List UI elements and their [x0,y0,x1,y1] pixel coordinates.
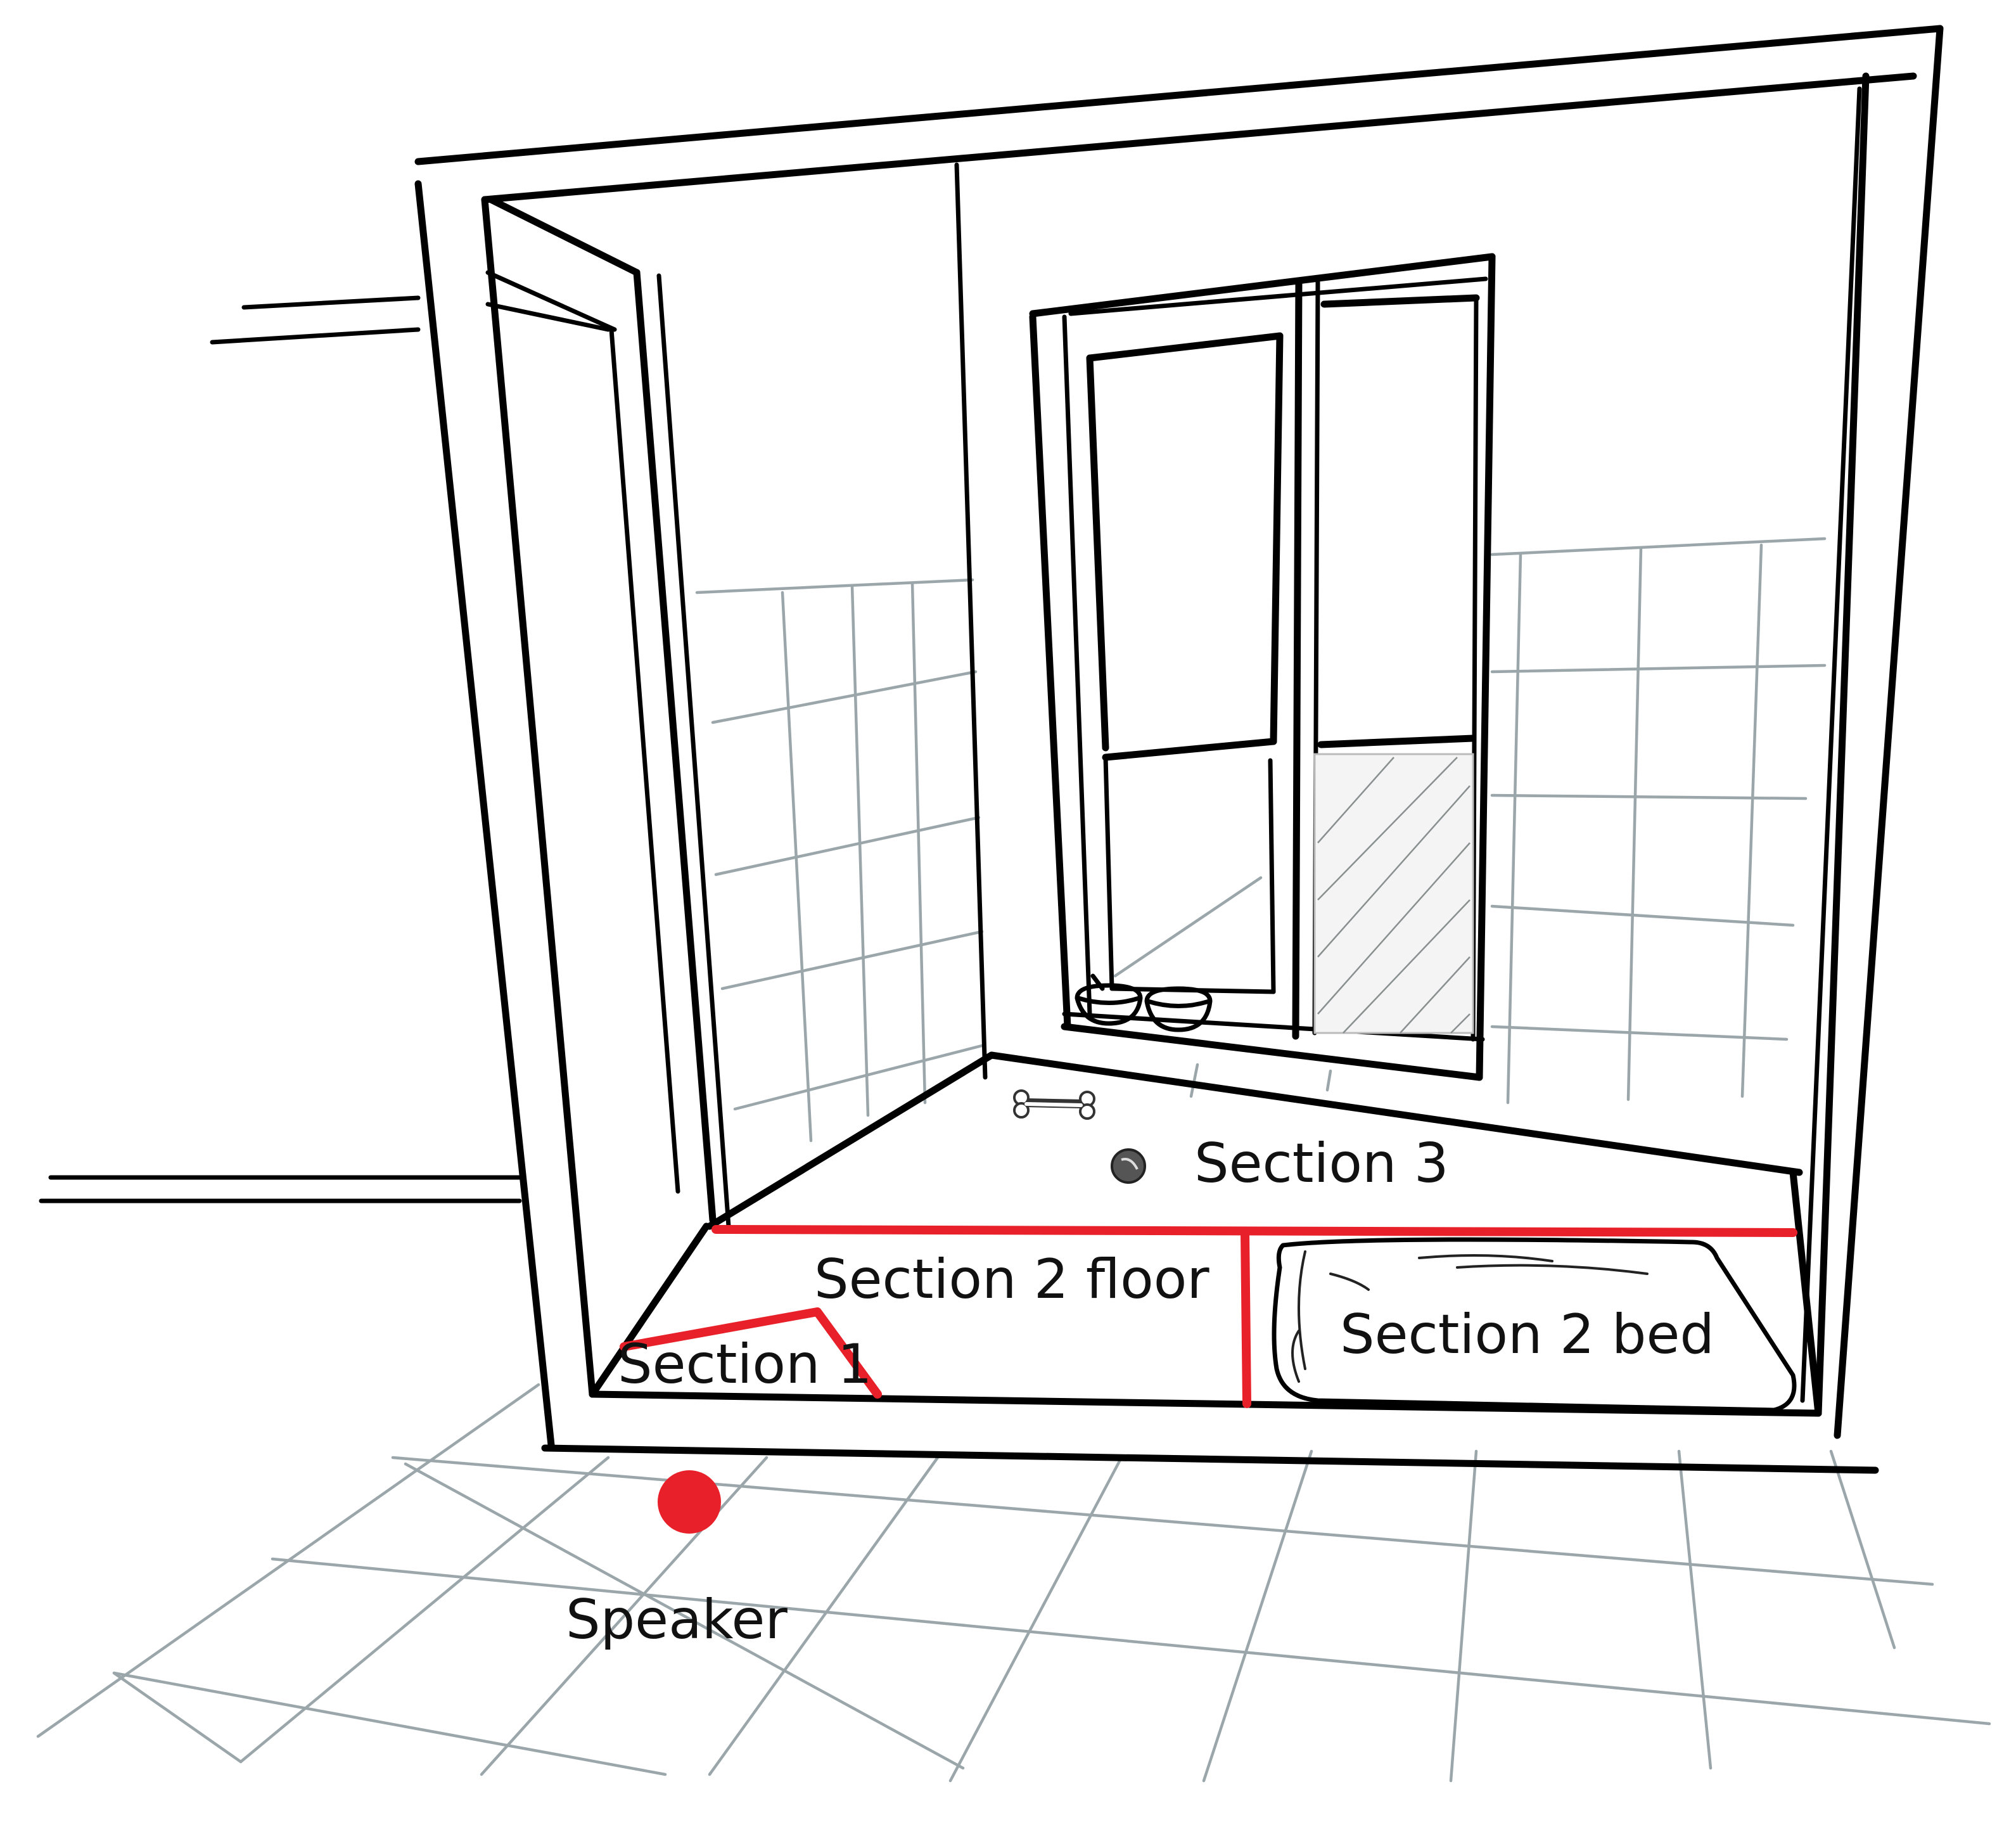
toy-ball-icon [1111,1148,1146,1184]
background-wall [39,295,522,1203]
label-speaker: Speaker [566,1588,788,1651]
label-section-1: Section 1 [618,1333,872,1396]
label-section-3: Section 3 [1194,1132,1449,1195]
right-wall-tiles [1189,537,1827,1105]
boundary-section-2-bed [1241,1228,1251,1408]
boundary-section-3 [711,1225,1797,1237]
food-bowl-icon [1075,983,1143,1026]
label-section-2-bed: Section 2 bed [1340,1303,1714,1366]
boundary-section-1 [620,1307,882,1399]
label-section-2-floor: Section 2 floor [814,1248,1209,1311]
zone-boundaries [620,1225,1797,1408]
outside-floor-tiles [36,1383,1991,1783]
back-wall-window [1029,253,1496,1081]
bone-icon [1013,1089,1095,1120]
water-bowl-icon [1144,986,1213,1032]
kennel-frame [414,25,1944,1474]
pet-bed-icon [1272,1237,1797,1413]
left-wall-tiles [695,578,984,1143]
speaker-marker-icon [658,1470,721,1534]
